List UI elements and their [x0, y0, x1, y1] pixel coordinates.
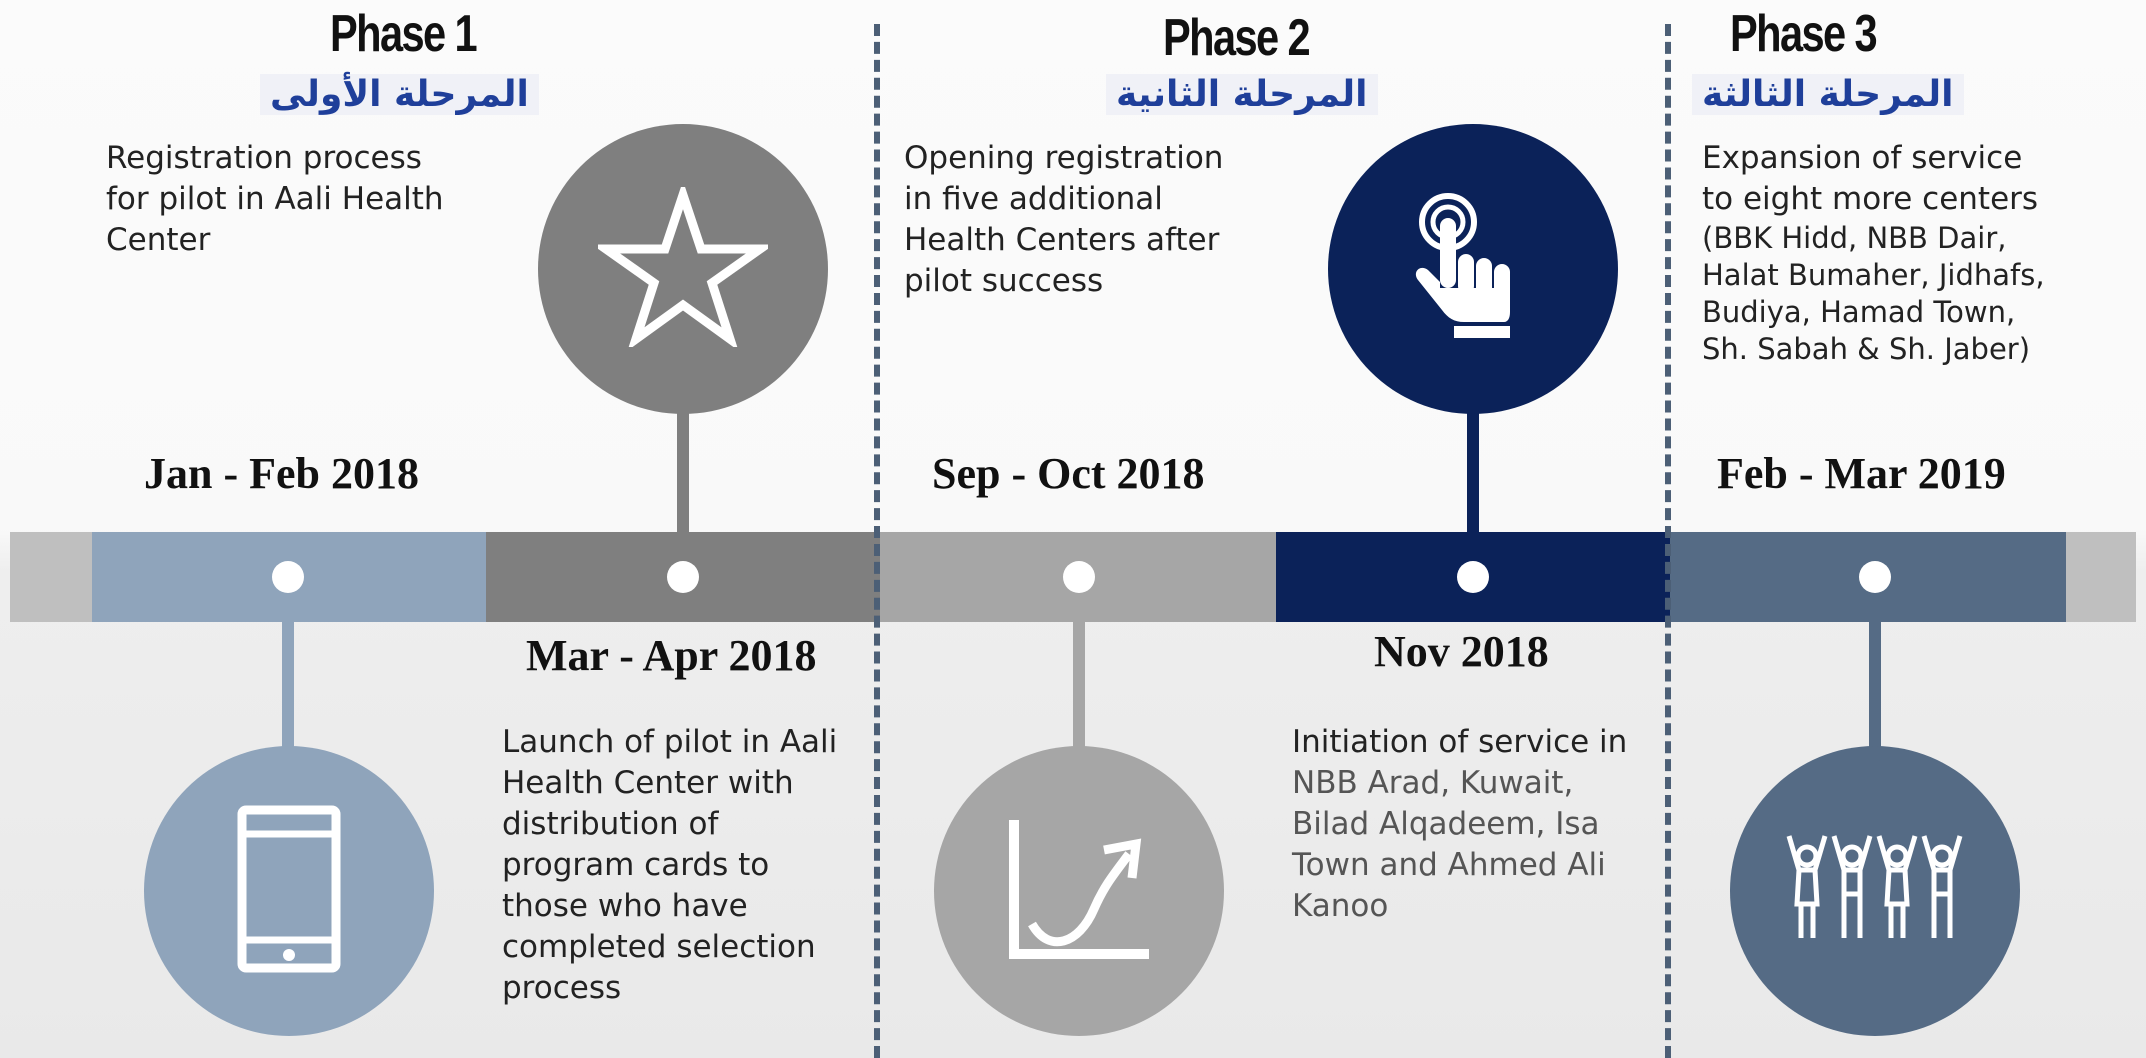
description-line: Sh. Sabah & Sh. Jaber) [1702, 332, 2031, 366]
description-line: Halat Bumaher, Jidhafs, [1702, 258, 2045, 292]
description-line: Bilad Alqadeem, Isa [1292, 806, 1600, 842]
description-line: Launch of pilot in Aali [502, 724, 838, 760]
description-line: in five additional [904, 181, 1163, 217]
people-group-icon [1785, 834, 1965, 949]
milestone-3-date: Sep - Oct 2018 [932, 449, 1205, 498]
description-line: Opening registration [904, 140, 1224, 176]
milestone-1-dot [272, 561, 304, 593]
description-line: those who have [502, 888, 748, 924]
description-line: to eight more centers [1702, 181, 2039, 217]
star-icon [591, 180, 775, 352]
phase-2-title: Phase 2 [1163, 9, 1311, 67]
description-line: NBB Arad, Kuwait, [1292, 765, 1574, 801]
phase-3-title: Phase 3 [1730, 5, 1878, 63]
milestone-5-circle [1730, 746, 2020, 1036]
phase-divider-2 [1665, 24, 1671, 1058]
description-line: Registration process [106, 140, 422, 176]
description-line: Kanoo [1292, 888, 1389, 924]
milestone-3-stem [1073, 620, 1085, 760]
phase-3-arabic-title: المرحلة الثالثة [1692, 74, 1964, 115]
description-line: Center [106, 222, 211, 258]
milestone-2-dot [667, 561, 699, 593]
timeline-band-right-cap [2066, 532, 2136, 622]
tap-hand-icon [1408, 192, 1538, 347]
phase-1-arabic-title: المرحلة الأولى [260, 74, 539, 115]
description-line: Health Centers after [904, 222, 1220, 258]
milestone-2-circle [538, 124, 828, 414]
description-line: distribution of [502, 806, 719, 842]
description-line: (BBK Hidd, NBB Dair, [1702, 221, 2007, 255]
milestone-5-stem [1869, 620, 1881, 760]
milestone-1-stem [282, 620, 294, 760]
milestone-1-date: Jan - Feb 2018 [144, 449, 419, 498]
growth-chart-icon [1004, 814, 1154, 969]
description-line: pilot success [904, 263, 1104, 299]
milestone-4-circle [1328, 124, 1618, 414]
milestone-2-stem [677, 408, 689, 534]
description-line: for pilot in Aali Health [106, 181, 444, 217]
milestone-4-dot [1457, 561, 1489, 593]
description-line: program cards to [502, 847, 770, 883]
milestone-5-dot [1859, 561, 1891, 593]
description-line: Initiation of service in [1292, 724, 1628, 760]
milestone-5-date: Feb - Mar 2019 [1717, 449, 2006, 498]
description-line: Expansion of service [1702, 140, 2023, 176]
phase-1-title: Phase 1 [330, 5, 478, 63]
milestone-3-dot [1063, 561, 1095, 593]
milestone-4-date: Nov 2018 [1374, 627, 1549, 676]
milestone-2-date: Mar - Apr 2018 [526, 631, 817, 680]
description-line: Town and Ahmed Ali [1292, 847, 1606, 883]
milestone-1-circle [144, 746, 434, 1036]
phase-divider-1 [874, 24, 880, 1058]
milestone-3-circle [934, 746, 1224, 1036]
milestone-4-stem [1467, 408, 1479, 534]
milestone-5-description: Expansion of service to eight more cente… [1702, 138, 2132, 368]
milestone-3-description: Opening registration in five additional … [904, 138, 1264, 302]
description-line: Budiya, Hamad Town, [1702, 295, 2016, 329]
milestone-1-description: Registration process for pilot in Aali H… [106, 138, 526, 261]
description-line: Health Center with [502, 765, 794, 801]
timeline-band-left-cap [10, 532, 92, 622]
description-line: completed selection [502, 929, 816, 965]
tablet-icon [234, 804, 344, 979]
milestone-2-description: Launch of pilot in Aali Health Center wi… [502, 722, 872, 1009]
milestone-4-description: Initiation of service in NBB Arad, Kuwai… [1292, 722, 1662, 927]
description-line: process [502, 970, 622, 1006]
phase-2-arabic-title: المرحلة الثانية [1106, 74, 1378, 115]
